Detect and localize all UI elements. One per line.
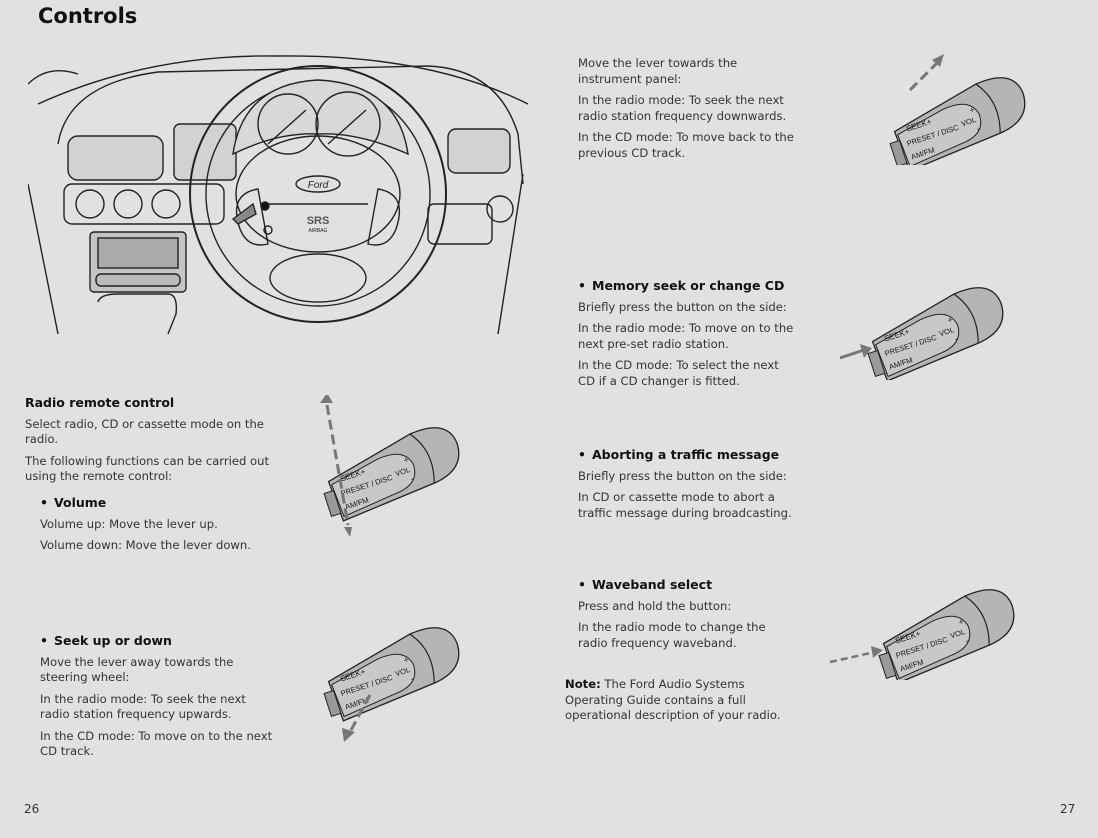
paragraph: In CD or cassette mode to abort a traffi… <box>578 490 792 520</box>
paragraph: In the CD mode: To move back to the prev… <box>578 130 794 160</box>
airbag-text: AIRBAG <box>309 228 328 234</box>
vol-label: VOL <box>394 665 411 678</box>
ford-logo-text: Ford <box>308 180 329 191</box>
paragraph: Volume up: Move the lever up. <box>40 516 218 531</box>
paragraph: In the radio mode to change the radio fr… <box>578 620 766 650</box>
page-number-right: 27 <box>1060 802 1076 816</box>
volume-section: •Volume Volume up: Move the lever up. Vo… <box>40 495 290 560</box>
traffic-section: •Aborting a traffic message Briefly pres… <box>578 447 803 527</box>
seek-section: •Seek up or down Move the lever away tow… <box>40 633 275 766</box>
note: Note: The Ford Audio Systems Operating G… <box>565 677 805 724</box>
paragraph: Briefly press the button on the side: <box>578 299 787 314</box>
paragraph: Move the lever towards the instrument pa… <box>578 56 738 86</box>
paragraph: Briefly press the button on the side: <box>578 468 787 483</box>
paragraph: In the radio mode: To move on to the nex… <box>578 321 794 351</box>
note-text: The Ford Audio Systems Operating Guide c… <box>565 677 781 722</box>
hold-arrow <box>829 650 876 664</box>
seek-down-section: Move the lever towards the instrument pa… <box>578 56 798 167</box>
up-down-arrow <box>325 404 350 526</box>
vol-minus: - <box>409 673 415 683</box>
vol-plus: + <box>402 455 410 465</box>
page-number-left: 26 <box>24 802 40 816</box>
paragraph: In the CD mode: To select the next CD if… <box>578 358 779 388</box>
bullet-heading: •Waveband select <box>578 577 713 592</box>
towards-arrow <box>908 60 940 92</box>
vol-plus: + <box>957 617 965 627</box>
away-arrow <box>348 694 372 733</box>
bullet-heading: •Volume <box>40 495 107 510</box>
bullet-heading: •Seek up or down <box>40 633 172 648</box>
paragraph: In the radio mode: To seek the next radi… <box>40 691 246 722</box>
vol-label: VOL <box>949 627 966 640</box>
vol-minus: - <box>975 123 981 133</box>
paragraph: Press and hold the button: <box>578 598 732 613</box>
paragraph: In the radio mode: To seek the next radi… <box>578 93 787 123</box>
vol-label: VOL <box>938 325 955 338</box>
press-arrow <box>840 348 865 360</box>
vol-label: VOL <box>960 115 977 128</box>
dashboard-illustration: Ford SRS AIRBAG <box>28 55 529 335</box>
note-label: Note: <box>565 677 601 691</box>
page-title: Controls <box>38 4 138 28</box>
paragraph: The following functions can be carried o… <box>25 453 270 484</box>
vol-plus: + <box>402 655 410 665</box>
paragraph: In the CD mode: To move on to the next C… <box>40 728 273 759</box>
srs-text: SRS <box>307 215 330 227</box>
vol-label: VOL <box>394 465 411 478</box>
bullet-heading: •Aborting a traffic message <box>578 447 780 462</box>
vol-minus: - <box>953 333 959 343</box>
paragraph: Volume down: Move the lever down. <box>40 538 251 552</box>
vol-plus: + <box>968 105 976 115</box>
vol-minus: - <box>409 473 415 483</box>
paragraph: Select radio, CD or cassette mode on the… <box>25 416 264 447</box>
section-heading: Radio remote control <box>25 395 175 410</box>
bullet-heading: •Memory seek or change CD <box>578 278 785 293</box>
waveband-section: •Waveband select Press and hold the butt… <box>578 577 798 657</box>
vol-plus: + <box>946 315 954 325</box>
vol-minus: - <box>964 635 970 645</box>
paragraph: Move the lever away towards the steering… <box>40 654 234 685</box>
memory-section: •Memory seek or change CD Briefly press … <box>578 278 798 395</box>
radio-remote-control-section: Radio remote control Select radio, CD or… <box>25 395 295 491</box>
